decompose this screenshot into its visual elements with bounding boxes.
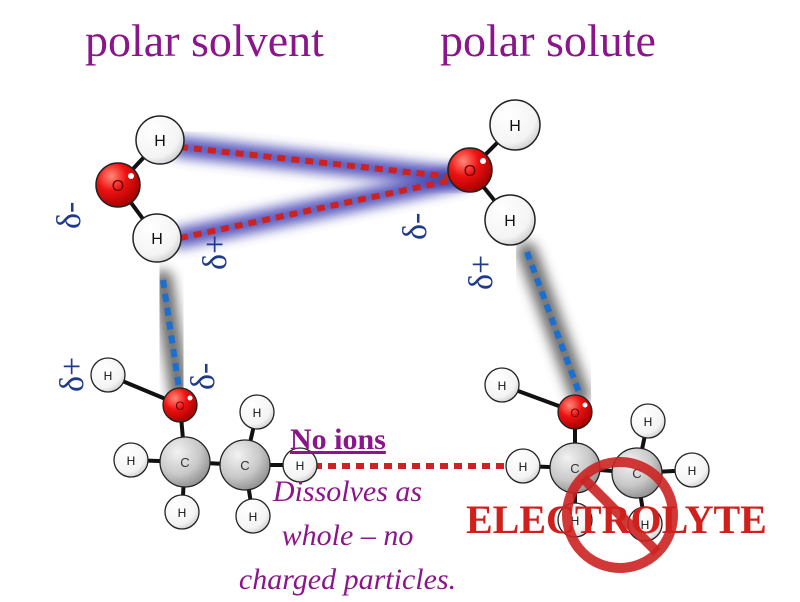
atom-label-h: H: [498, 379, 507, 393]
partial-charge-negative: δ-: [51, 202, 88, 229]
atom-label-h: H: [644, 415, 653, 429]
title-polar-solvent: polar solvent: [85, 15, 324, 66]
hbond-blue-1: [160, 279, 183, 396]
atom-label-h: H: [154, 133, 166, 150]
electrolyte-label: ELECTROLYTE: [466, 497, 767, 542]
title-polar-solute: polar solute: [440, 15, 656, 66]
hydrogen-atom: [90, 357, 126, 393]
hydrogen-atom: [235, 498, 271, 534]
dissolves-caption: Dissolves as whole – no charged particle…: [205, 470, 490, 602]
atom-label-c: C: [570, 461, 579, 476]
lone-pair-dot: [480, 158, 486, 164]
hydrogen-atom: [674, 452, 710, 488]
atom-label-h: H: [253, 406, 262, 420]
atom-label-c: C: [632, 466, 641, 481]
hydrogen-atom: [282, 447, 318, 483]
no-sign-icon: [562, 457, 678, 573]
hydrogen-atom: [113, 442, 149, 478]
atom-label-h: H: [641, 518, 650, 532]
hydrogen-atom: [239, 394, 275, 430]
lone-pair-dot: [582, 402, 588, 408]
atom-label-c: C: [240, 458, 249, 473]
atom-label-h: H: [571, 514, 580, 528]
atom-label-h: H: [104, 369, 113, 383]
atom-label-h: H: [688, 464, 697, 478]
atom-label-h: H: [519, 460, 528, 474]
hydrogen-atom: [164, 494, 200, 530]
atom-label-o: O: [570, 406, 579, 420]
atom-label-h: H: [504, 213, 516, 230]
water-molecule-solvent: H O H: [95, 115, 185, 263]
water-molecule-right: H O H: [447, 99, 541, 246]
partial-charges: δ- δ+ δ- δ+ δ+ δ-: [51, 202, 500, 392]
atom-label-h: H: [296, 459, 305, 473]
hbond-red-2: [179, 175, 463, 241]
atom-label-o: O: [175, 399, 184, 413]
lone-pair-dot: [187, 395, 193, 401]
hydrogen-atom: [132, 213, 182, 263]
hydrogen-atom: [505, 448, 541, 484]
carbon-atom: [159, 436, 211, 488]
ethanol-molecule-left: H O C H H C H H H: [90, 357, 318, 534]
hbond-red-1: [179, 144, 463, 181]
atom-label-o: O: [112, 178, 124, 195]
hydrogen-atom: [135, 115, 185, 165]
dissolves-line-1: Dissolves as: [272, 475, 423, 508]
atom-label-h: H: [151, 231, 163, 248]
partial-charge-negative: δ-: [185, 363, 222, 390]
partial-charge-positive: δ+: [197, 235, 234, 270]
lone-pair-dot: [128, 173, 134, 179]
atom-label-h: H: [127, 454, 136, 468]
hydrogen-atom: [484, 194, 536, 246]
carbon-atom: [219, 439, 271, 491]
partial-charge-positive: δ+: [54, 357, 91, 392]
no-sign-slash: [579, 474, 661, 556]
hydrogen-atom: [630, 403, 666, 439]
no-sign-ring: [562, 457, 678, 573]
partial-charge-positive: δ+: [463, 255, 500, 290]
atom-label-h: H: [249, 510, 258, 524]
atom-label-o: O: [464, 163, 476, 180]
partial-charge-negative: δ-: [397, 213, 434, 240]
hbond-blue-2: [524, 250, 583, 397]
atom-label-h: H: [178, 506, 187, 520]
dissolves-line-2: whole – no: [281, 519, 414, 552]
hydrogen-atom: [484, 367, 520, 403]
no-ions-heading: No ions: [290, 423, 386, 456]
hydrogen-bonds: [160, 144, 583, 469]
atom-label-h: H: [509, 118, 521, 135]
hydrogen-atom: [489, 99, 541, 151]
atom-label-c: C: [180, 455, 189, 470]
dissolves-line-3: charged particles.: [238, 563, 457, 596]
